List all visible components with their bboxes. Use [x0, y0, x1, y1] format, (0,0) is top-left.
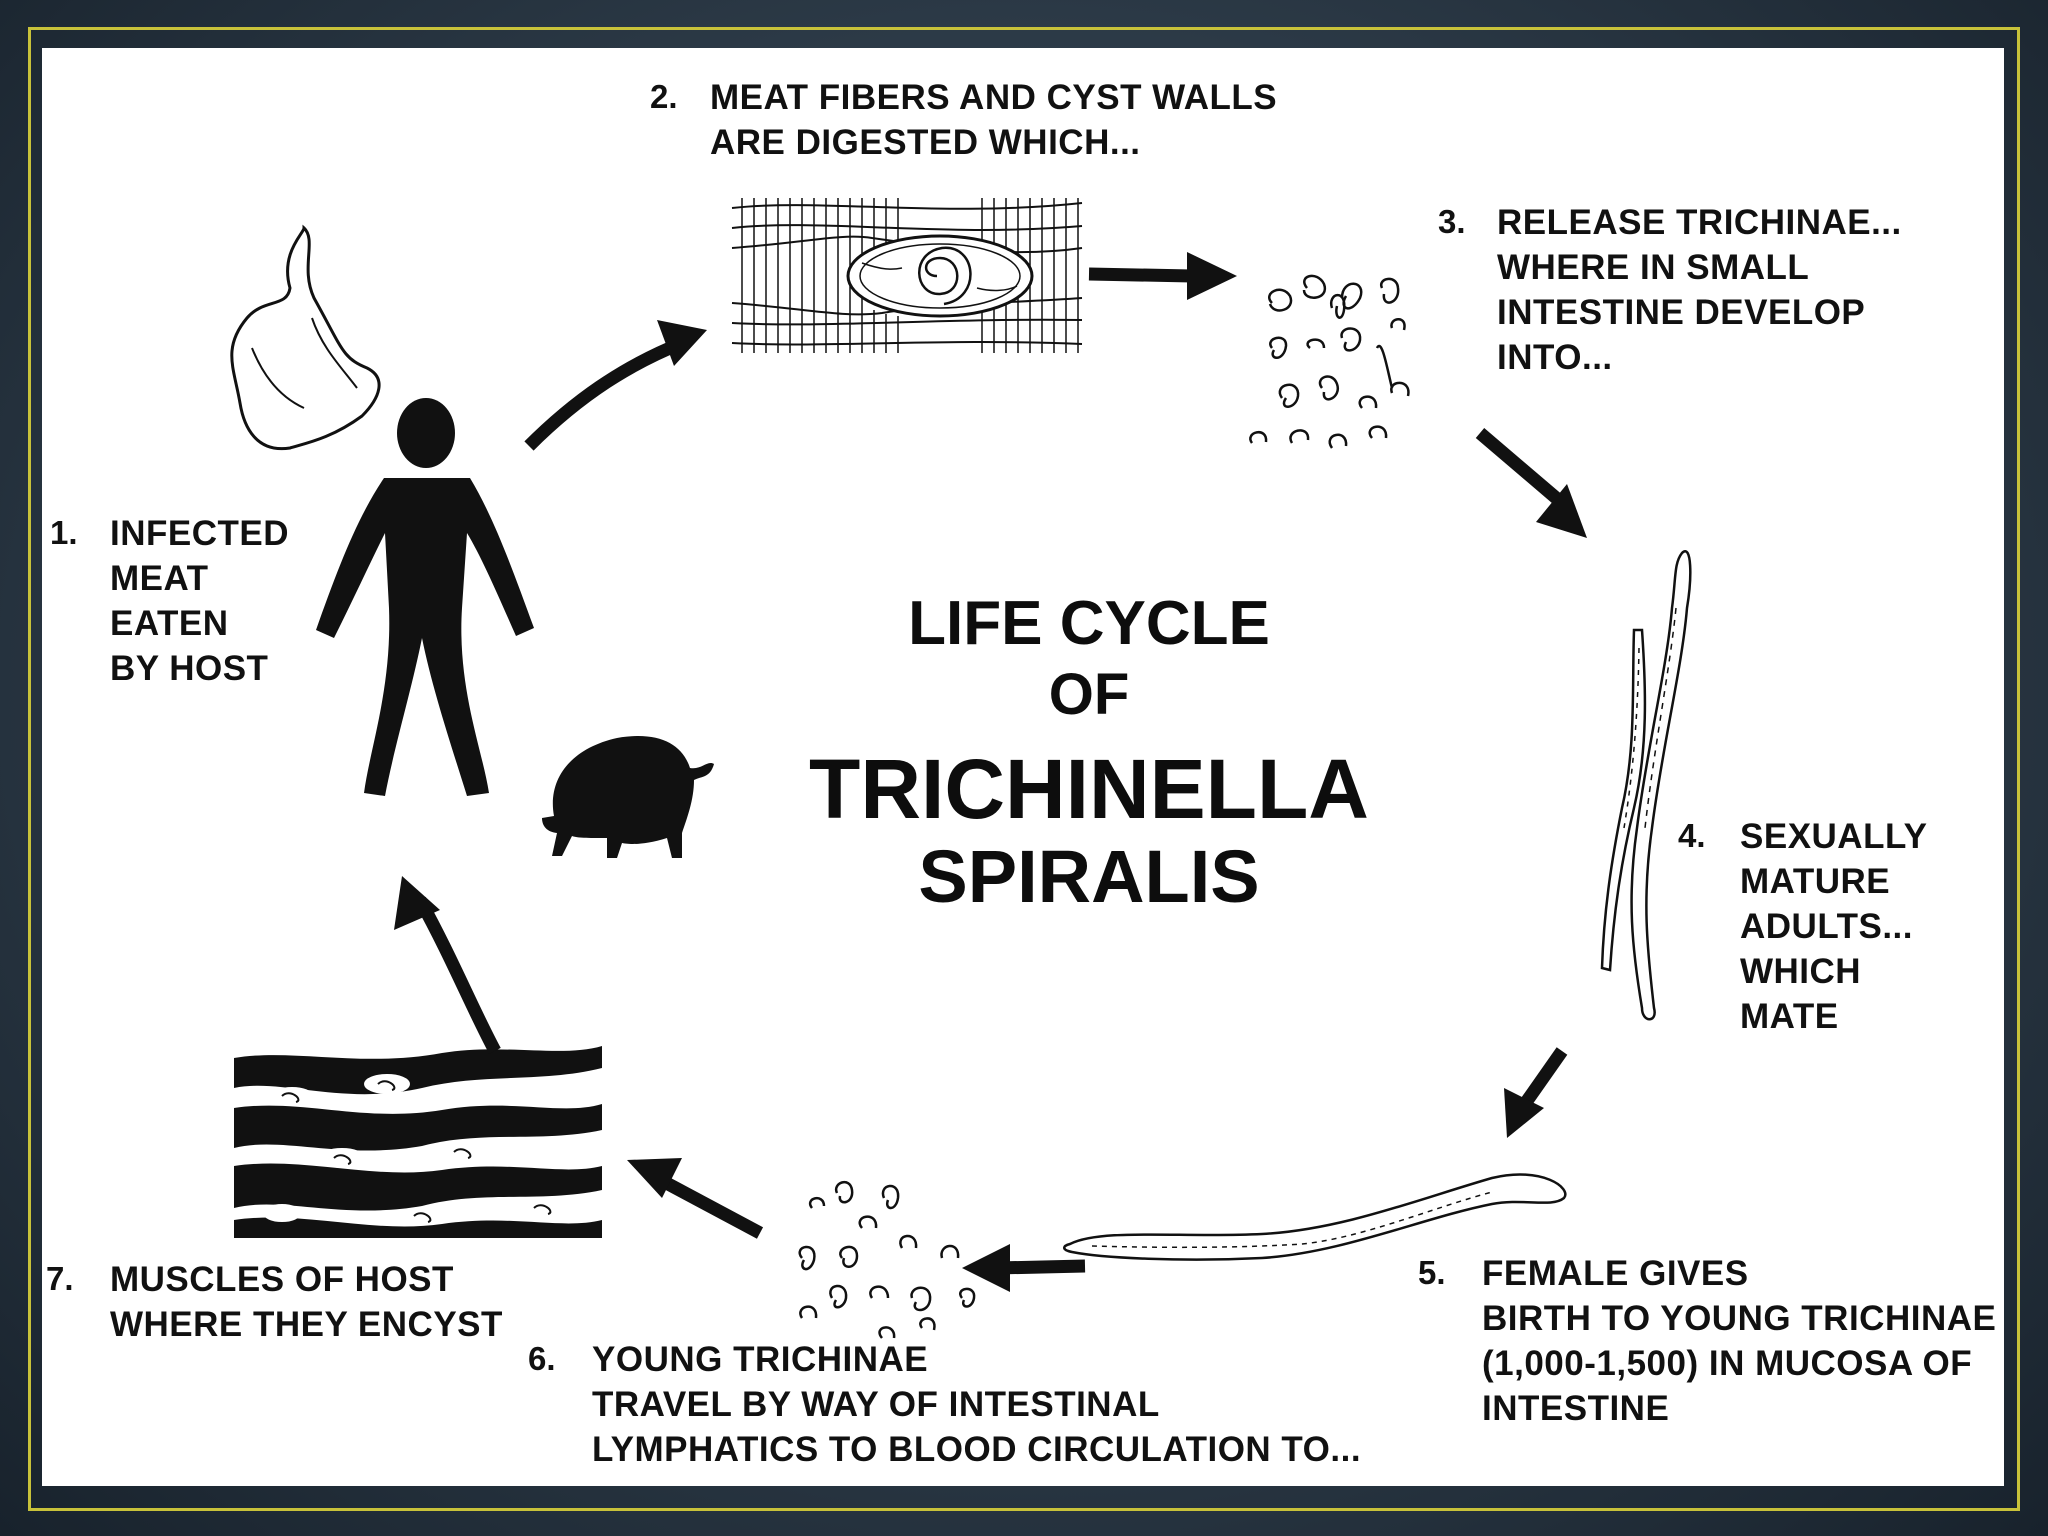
diagram-panel: LIFE CYCLE OF TRICHINELLA SPIRALIS 1. IN… [42, 48, 2004, 1486]
step-2-number: 2. [650, 78, 678, 115]
arrow-icon [414, 267, 1568, 1275]
step-4-line-5: MATE [1740, 997, 1839, 1036]
step-3-number: 3. [1438, 203, 1466, 240]
step-4-line-1: SEXUALLY [1740, 817, 1928, 856]
encysted-muscle-icon [234, 1046, 602, 1238]
diagram-title-line-3: TRICHINELLA [809, 742, 1369, 836]
young-larvae-icon [798, 1180, 976, 1339]
life-cycle-artwork [230, 194, 1692, 1339]
step-7-line-2: WHERE THEY ENCYST [110, 1305, 503, 1344]
step-7-line-1: MUSCLES OF HOST [110, 1260, 454, 1299]
larvae-cluster-icon [1249, 274, 1410, 449]
step-7-number: 7. [46, 1260, 74, 1297]
step-4-line-3: ADULTS... [1740, 907, 1914, 946]
step-1-line-1: INFECTED [110, 514, 289, 553]
step-6-line-1: YOUNG TRICHINAE [592, 1340, 929, 1379]
step-1-line-2: MEAT [110, 559, 209, 598]
diagram-title-line-1: LIFE CYCLE [908, 589, 1270, 658]
step-1-line-4: BY HOST [110, 649, 269, 688]
step-2-line-1: MEAT FIBERS AND CYST WALLS [710, 78, 1278, 117]
step-4-line-2: MATURE [1740, 862, 1891, 901]
step-5-line-4: INTESTINE [1482, 1389, 1670, 1428]
meat-icon [230, 224, 381, 451]
diagram-title-line-2: OF [1048, 662, 1130, 727]
step-3-line-2: WHERE IN SMALL [1497, 248, 1810, 287]
step-3-line-1: RELEASE TRICHINAE... [1497, 203, 1902, 242]
step-2-line-2: ARE DIGESTED WHICH... [710, 123, 1141, 162]
pig-icon [542, 736, 714, 858]
step-3-line-4: INTO... [1497, 338, 1613, 377]
step-3-line-3: INTESTINE DEVELOP [1497, 293, 1866, 332]
step-4-number: 4. [1678, 817, 1706, 854]
step-5-line-3: (1,000-1,500) IN MUCOSA OF [1482, 1344, 1973, 1383]
adult-worms-icon [1600, 550, 1692, 1021]
step-6-line-2: TRAVEL BY WAY OF INTESTINAL [592, 1385, 1160, 1424]
step-5-line-1: FEMALE GIVES [1482, 1254, 1749, 1293]
diagram-title-line-4: SPIRALIS [918, 835, 1260, 918]
slide-frame [28, 27, 2020, 1511]
cyst-muscle-icon [730, 194, 1084, 353]
human-host-icon [316, 398, 534, 796]
step-6-line-3: LYMPHATICS TO BLOOD CIRCULATION TO... [592, 1430, 1362, 1469]
step-5-line-2: BIRTH TO YOUNG TRICHINAE [1482, 1299, 1997, 1338]
step-6-number: 6. [528, 1340, 556, 1377]
step-5-number: 5. [1418, 1254, 1446, 1291]
step-1-number: 1. [50, 514, 78, 551]
step-1-line-3: EATEN [110, 604, 229, 643]
step-4-line-4: WHICH [1740, 952, 1862, 991]
female-worm-icon [1063, 1173, 1567, 1261]
